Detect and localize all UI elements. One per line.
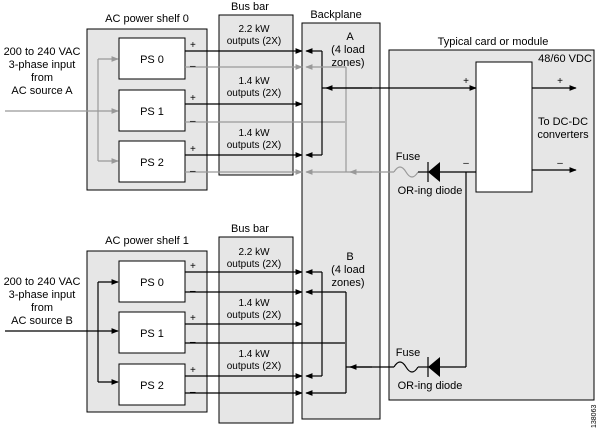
svg-text:+: + [190, 313, 196, 324]
svg-text:+: + [190, 261, 196, 272]
svg-text:1.4 kW: 1.4 kW [238, 298, 270, 309]
svg-text:200 to 240 VAC: 200 to 240 VAC [4, 276, 81, 288]
shelf1-ps0-box [118, 260, 186, 303]
to-dcdc-label: To DC-DC converters [537, 116, 589, 141]
svg-text:1.4 kW: 1.4 kW [238, 76, 270, 87]
shelf0-ps0-box [118, 37, 186, 80]
svg-text:from: from [31, 72, 53, 84]
svg-text:A: A [346, 31, 354, 43]
svg-text:AC source B: AC source B [11, 315, 73, 327]
converter-input-minus: – [463, 158, 469, 169]
svg-text:AC source A: AC source A [11, 85, 73, 97]
busbar-top-output-labels: 2.2 kW outputs (2X) 1.4 kW outputs (2X) … [227, 24, 281, 151]
busbar-top-title: Bus bar [231, 1, 269, 13]
svg-text:+: + [190, 144, 196, 155]
svg-text:B: B [346, 251, 353, 263]
converter-output-plus: + [557, 76, 563, 87]
shelf1-ps1-box [118, 311, 186, 354]
svg-text:2.2 kW: 2.2 kW [238, 247, 270, 258]
dc-converter-box [475, 61, 533, 193]
svg-text:zones): zones) [331, 277, 364, 289]
svg-text:–: – [190, 387, 196, 398]
figure-id: 138063 [591, 405, 598, 428]
shelf1-ac-input-wiring [5, 279, 119, 385]
card-voltage-label: 48/60 VDC [538, 53, 592, 65]
diode-b-label: OR-ing diode [398, 380, 463, 392]
shelf1-ps2-label: PS 2 [140, 380, 164, 392]
backplane-panel [301, 22, 381, 420]
svg-text:from: from [31, 302, 53, 314]
svg-text:2.2 kW: 2.2 kW [238, 24, 270, 35]
svg-text:To DC-DC: To DC-DC [538, 116, 588, 128]
fuse-diode-a [393, 162, 476, 182]
diode-a-icon [428, 162, 440, 182]
svg-text:zones): zones) [331, 57, 364, 69]
busbar-bottom-output-labels: 2.2 kW outputs (2X) 1.4 kW outputs (2X) … [227, 247, 281, 372]
svg-text:–: – [190, 166, 196, 177]
shelf1-output-wiring [185, 269, 347, 396]
svg-text:converters: converters [537, 129, 589, 141]
shelf0-ps1-label: PS 1 [140, 106, 164, 118]
shelf0-output-wiring [185, 48, 347, 175]
svg-text:+: + [190, 40, 196, 51]
shelf1-ps1-label: PS 1 [140, 328, 164, 340]
svg-text:(4 load: (4 load [331, 264, 365, 276]
svg-text:–: – [190, 337, 196, 348]
svg-text:outputs (2X): outputs (2X) [227, 140, 281, 151]
shelf0-ps0-label: PS 0 [140, 54, 164, 66]
svg-text:outputs (2X): outputs (2X) [227, 259, 281, 270]
converter-output-minus: – [557, 158, 563, 169]
svg-text:1.4 kW: 1.4 kW [238, 128, 270, 139]
shelf0-ps1-box [118, 89, 186, 132]
shelf0-ps2-label: PS 2 [140, 157, 164, 169]
shelf1-input-label: 200 to 240 VAC 3-phase input from AC sou… [4, 276, 81, 327]
shelf0-ac-input-wiring [5, 56, 119, 164]
card-feed-wiring [322, 85, 577, 370]
svg-text:–: – [190, 61, 196, 72]
ps-output-signs: + – + – + – + – + – + – [190, 40, 196, 398]
card-title: Typical card or module [438, 36, 549, 48]
svg-text:(4 load: (4 load [331, 44, 365, 56]
svg-text:200 to 240 VAC: 200 to 240 VAC [4, 46, 81, 58]
svg-text:–: – [190, 286, 196, 297]
shelf1-title: AC power shelf 1 [105, 235, 189, 247]
svg-text:3-phase input: 3-phase input [9, 289, 76, 301]
svg-text:outputs (2X): outputs (2X) [227, 36, 281, 47]
busbar-bottom-panel [218, 236, 294, 424]
fuse-a-label: Fuse [396, 151, 420, 163]
busbar-top-panel [218, 14, 294, 176]
svg-text:+: + [190, 365, 196, 376]
backplane-zone-b-label: B (4 load zones) [331, 251, 365, 289]
svg-text:outputs (2X): outputs (2X) [227, 88, 281, 99]
svg-text:+: + [190, 93, 196, 104]
shelf1-ps2-box [118, 363, 186, 406]
converter-input-plus: + [463, 76, 469, 87]
backplane-zone-a-label: A (4 load zones) [331, 31, 365, 69]
svg-text:3-phase input: 3-phase input [9, 59, 76, 71]
svg-text:–: – [190, 116, 196, 127]
fuse-diode-b [393, 172, 467, 377]
busbar-bottom-title: Bus bar [231, 223, 269, 235]
diode-b-icon [428, 357, 440, 377]
svg-text:outputs (2X): outputs (2X) [227, 310, 281, 321]
fuse-b-label: Fuse [396, 347, 420, 359]
shelf0-title: AC power shelf 0 [105, 13, 189, 25]
shelf0-ps2-box [118, 140, 186, 183]
diode-a-label: OR-ing diode [398, 185, 463, 197]
shelf0-input-label: 200 to 240 VAC 3-phase input from AC sou… [4, 46, 81, 97]
backplane-title: Backplane [310, 9, 361, 21]
svg-text:1.4 kW: 1.4 kW [238, 349, 270, 360]
svg-text:outputs (2X): outputs (2X) [227, 361, 281, 372]
shelf1-ps0-label: PS 0 [140, 277, 164, 289]
